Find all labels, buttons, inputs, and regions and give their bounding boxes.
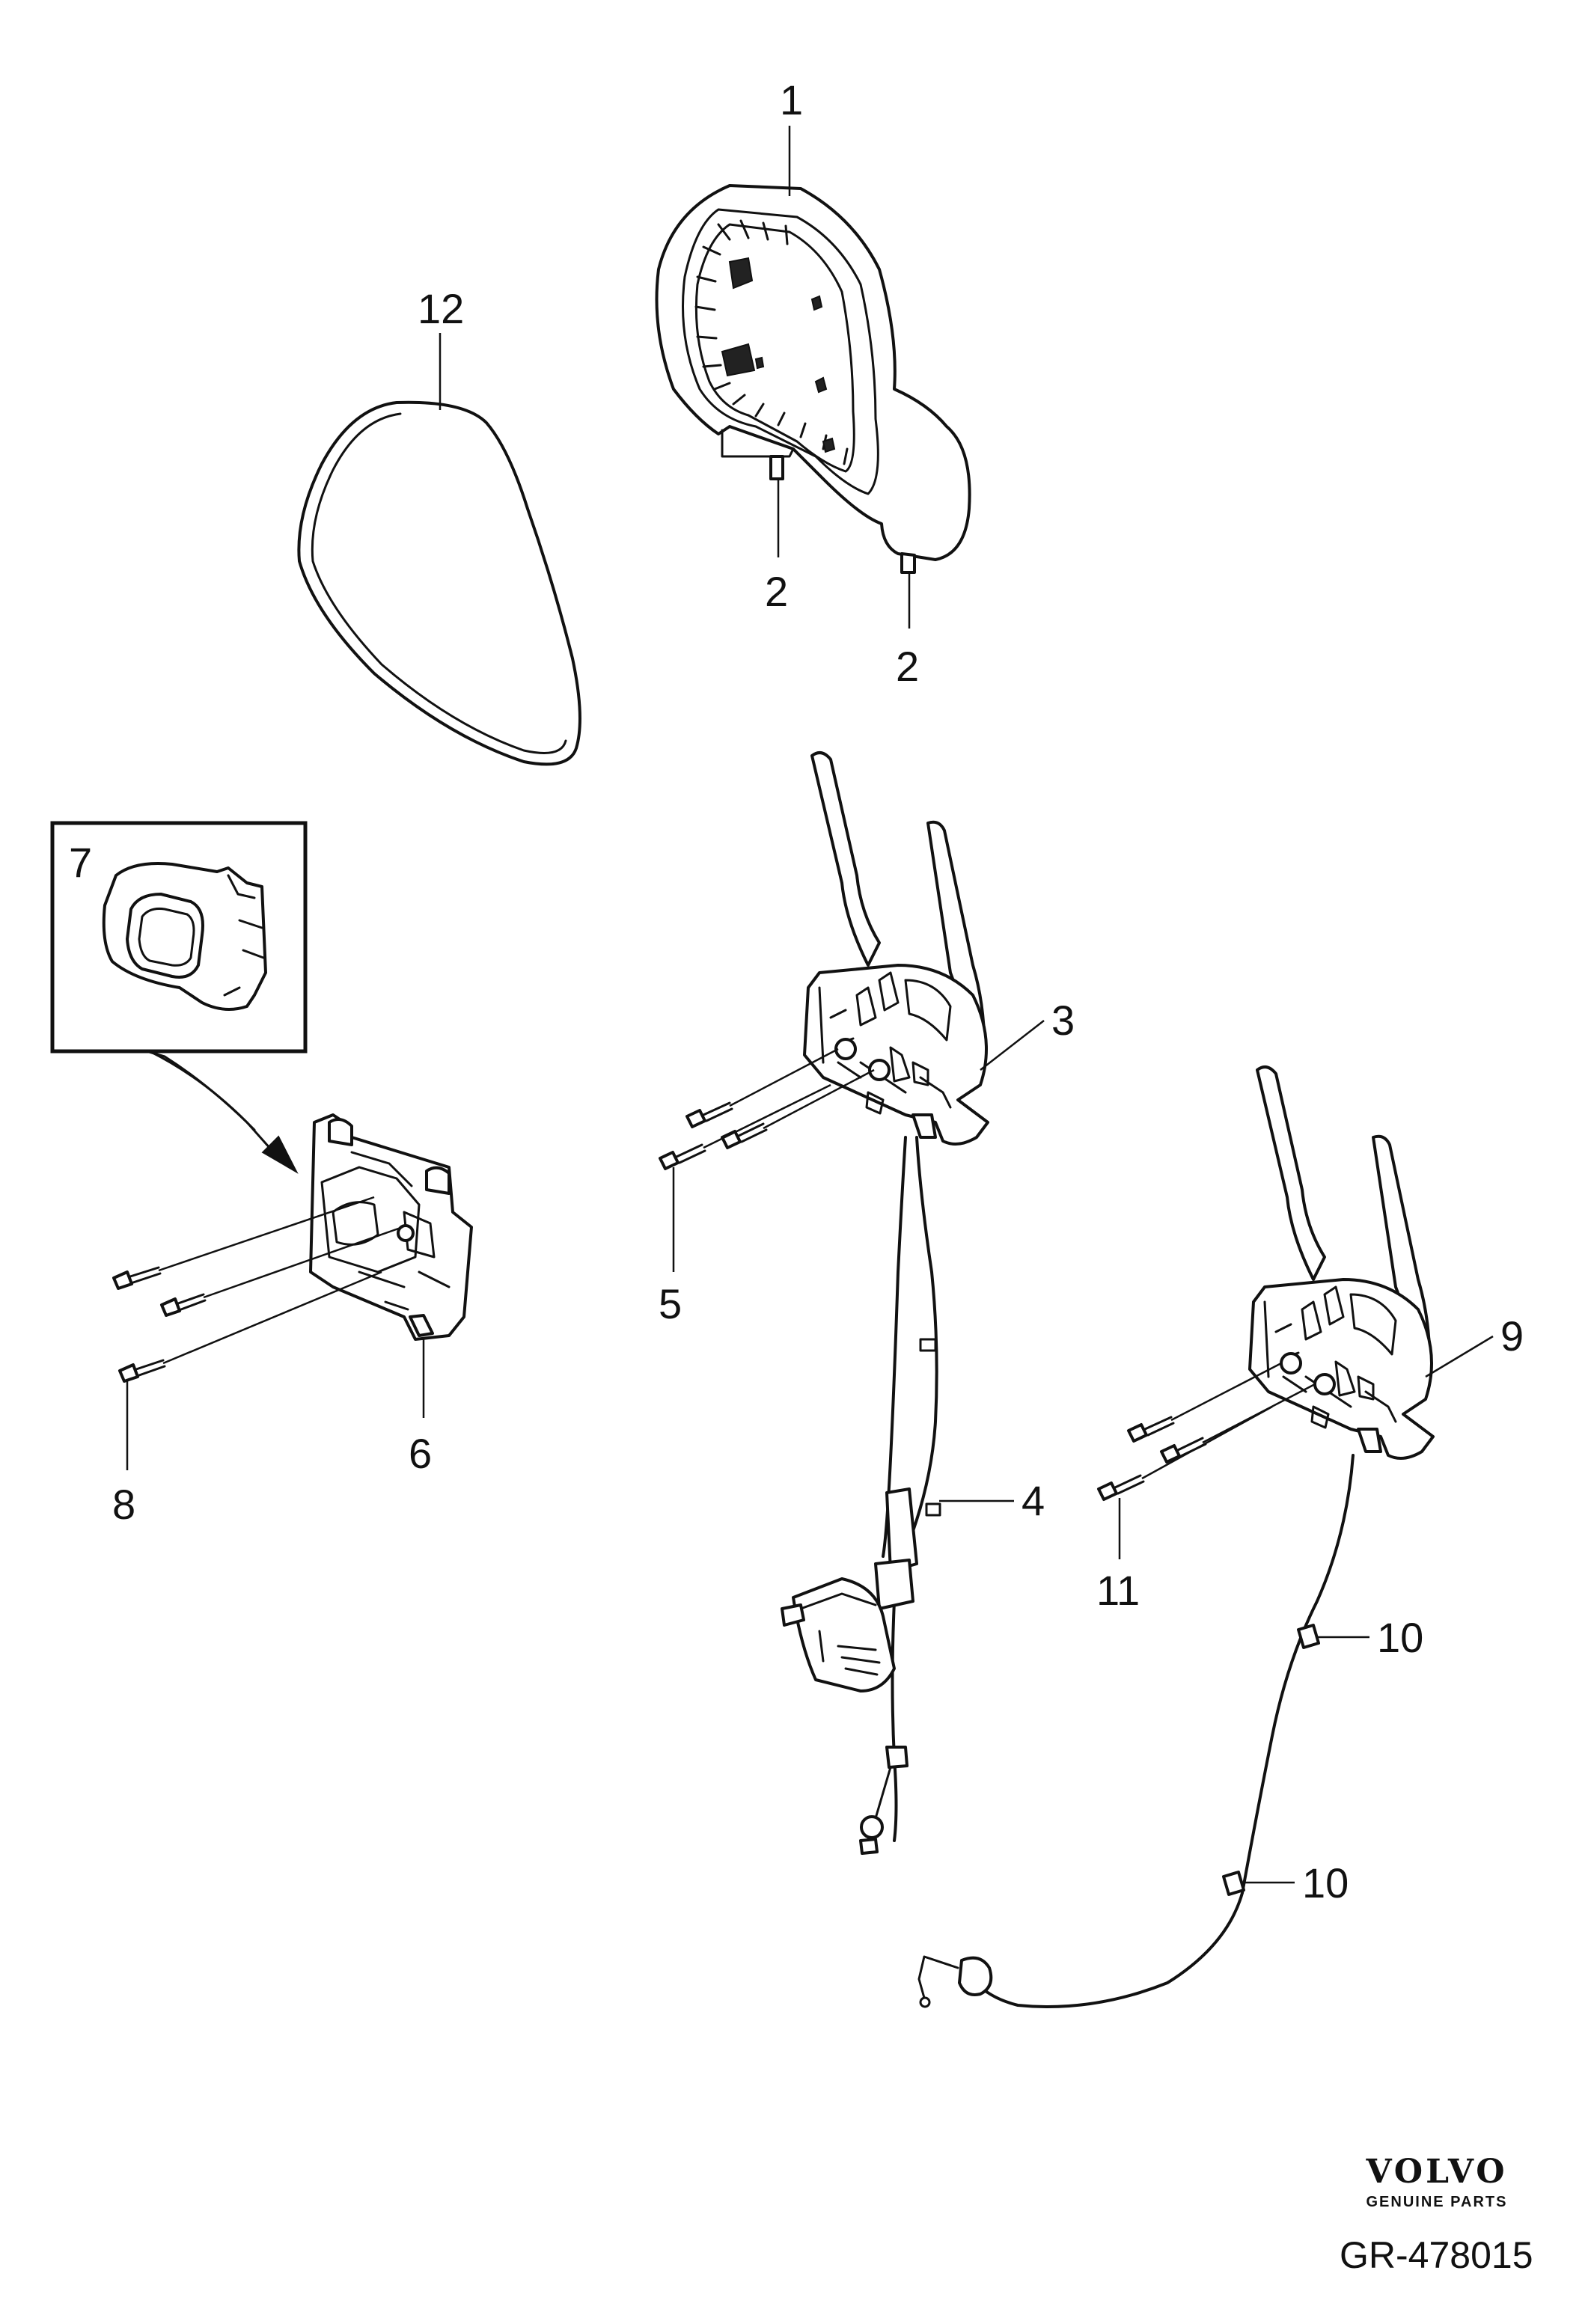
callout-8: 8 (112, 1481, 135, 1528)
drawing-number: GR-478015 (1340, 2234, 1533, 2276)
callout-5: 5 (659, 1280, 682, 1327)
screws-lower (1097, 1362, 1316, 1501)
release-cable (917, 1454, 1369, 2008)
callout-1: 1 (780, 76, 803, 123)
callout-4: 4 (1022, 1477, 1045, 1524)
headrest-cushion (297, 400, 581, 766)
callout-10-upper: 10 (1377, 1614, 1423, 1661)
callout-3: 3 (1051, 997, 1075, 1044)
screws-bracket (112, 1196, 403, 1383)
switch-detail-inset (50, 821, 308, 1174)
control-bracket (309, 1113, 473, 1341)
callout-11: 11 (1096, 1567, 1140, 1614)
callout-7: 7 (69, 839, 92, 886)
callout-2-right: 2 (896, 643, 919, 690)
callout-12: 12 (418, 285, 464, 332)
headrest-guide-upper (803, 751, 989, 1146)
callout-2-left: 2 (765, 568, 788, 615)
genuine-parts-label: GENUINE PARTS (1366, 2194, 1508, 2210)
screws-upper (659, 1048, 875, 1170)
volvo-logo: VOLVO (1366, 2153, 1508, 2191)
release-cable-with-actuator (781, 1136, 1014, 1855)
headrest-frame (655, 184, 971, 574)
callout-6: 6 (409, 1430, 432, 1477)
callout-10-lower: 10 (1302, 1859, 1349, 1906)
callout-9: 9 (1500, 1312, 1524, 1360)
headrest-guide-lower (1248, 1065, 1435, 1460)
callout-leaders (126, 126, 1494, 1559)
callout-labels: 1 2 2 3 4 5 6 7 8 9 10 10 11 12 (69, 76, 1524, 1906)
